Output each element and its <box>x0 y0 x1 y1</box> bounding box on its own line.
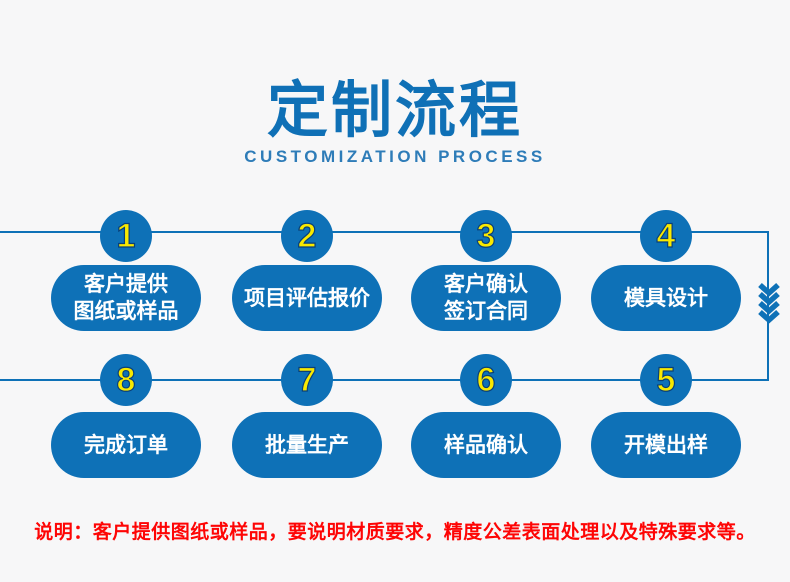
step-2-badge: 2 <box>281 210 333 262</box>
step-3-label: 客户确认 签订合同 <box>411 265 561 331</box>
step-2-label: 项目评估报价 <box>232 265 382 331</box>
step-8-badge: 8 <box>100 354 152 406</box>
flow-line-row2 <box>0 379 769 381</box>
step-5-badge: 5 <box>640 354 692 406</box>
step-8-label: 完成订单 <box>51 412 201 478</box>
step-7-label: 批量生产 <box>232 412 382 478</box>
page-title: 定制流程 <box>266 76 523 144</box>
step-3-badge: 3 <box>460 210 512 262</box>
chevron-down-icon <box>758 282 780 324</box>
step-1-label: 客户提供 图纸或样品 <box>51 265 201 331</box>
step-1-badge: 1 <box>100 210 152 262</box>
step-7-badge: 7 <box>281 354 333 406</box>
flow-line-row1 <box>0 231 769 233</box>
page-subtitle: CUSTOMIZATION PROCESS <box>244 147 546 166</box>
step-6-badge: 6 <box>460 354 512 406</box>
step-6-label: 样品确认 <box>411 412 561 478</box>
step-4-badge: 4 <box>640 210 692 262</box>
step-5-label: 开模出样 <box>591 412 741 478</box>
flow-line-right-connector <box>767 231 769 381</box>
step-4-label: 模具设计 <box>591 265 741 331</box>
footnote-text: 说明：客户提供图纸或样品，要说明材质要求，精度公差表面处理以及特殊要求等。 <box>34 522 756 543</box>
